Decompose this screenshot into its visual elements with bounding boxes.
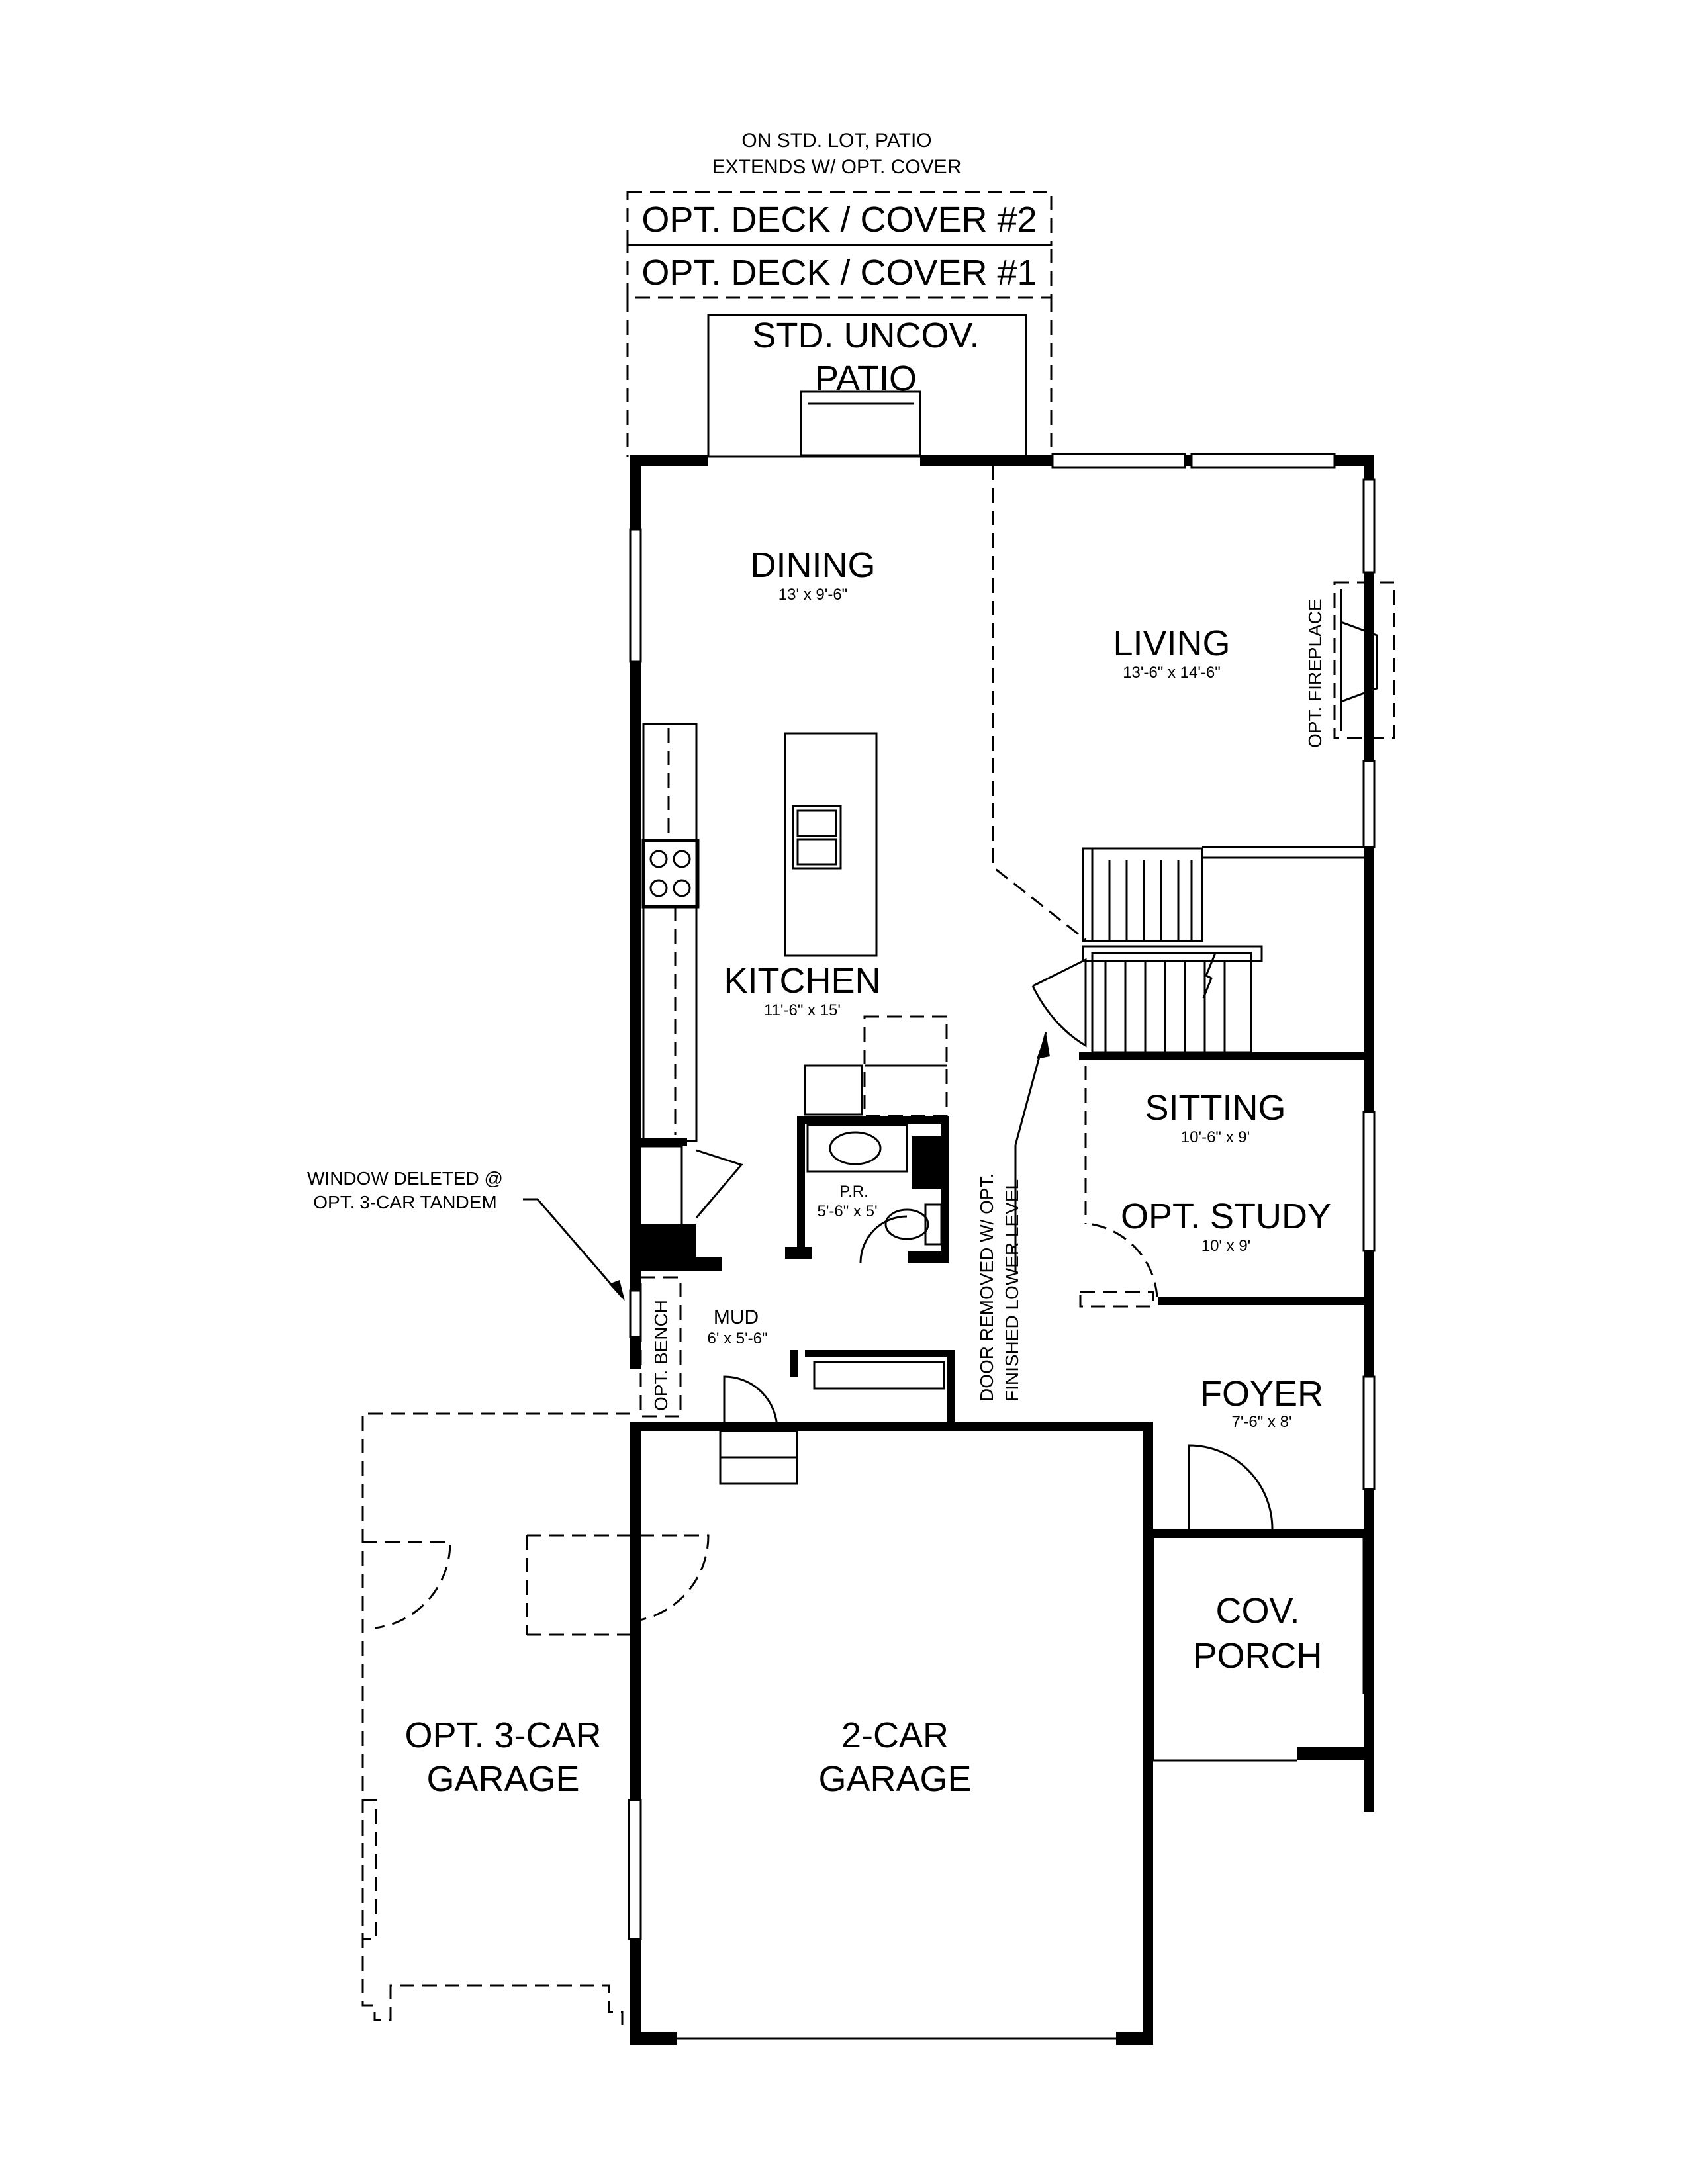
fireplace-label: OPT. FIREPLACE <box>1305 598 1325 748</box>
fireplace-icon <box>1333 581 1395 739</box>
patio-label-line1: STD. UNCOV. <box>752 316 979 355</box>
windows <box>628 453 1376 1940</box>
foyer-label: FOYER <box>1200 1374 1323 1414</box>
cooktop-icon <box>641 839 700 909</box>
garage-2car-label-line2: GARAGE <box>818 1759 971 1799</box>
toilet-icon <box>884 1203 943 1246</box>
porch-label-line2: PORCH <box>1193 1636 1322 1676</box>
bench-label: OPT. BENCH <box>651 1300 671 1411</box>
garage-2car-label-line1: 2-CAR <box>841 1715 949 1755</box>
patio-note-line2: EXTENDS W/ OPT. COVER <box>712 156 962 178</box>
garage-3car-label-line1: OPT. 3-CAR <box>404 1715 601 1755</box>
mud-size: 6' x 5'-6" <box>707 1330 767 1347</box>
patio-note-line1: ON STD. LOT, PATIO <box>741 130 931 152</box>
patio-label-line2: PATIO <box>815 359 917 398</box>
deck-cover-2-label: OPT. DECK / COVER #2 <box>641 200 1037 240</box>
living-label: LIVING <box>1113 623 1230 663</box>
door-note-line1: DOOR REMOVED W/ OPT. <box>976 1173 997 1402</box>
living-size: 13'-6" x 14'-6" <box>1123 664 1221 682</box>
kitchen-size: 11'-6" x 15' <box>764 1001 841 1019</box>
staircase <box>1082 846 1364 1054</box>
optional-3car-garage-outline <box>361 1412 710 2025</box>
dining-label: DINING <box>751 545 876 585</box>
deck-cover-1-label: OPT. DECK / COVER #1 <box>641 253 1037 293</box>
porch-label-line1: COV. <box>1215 1591 1299 1631</box>
optional-deck-outline <box>626 191 1053 457</box>
door-note-arrowhead <box>1037 1032 1050 1059</box>
dining-size: 13' x 9'-6" <box>778 586 847 604</box>
study-door-panel <box>1079 1291 1154 1308</box>
window-note-leader <box>523 1198 624 1298</box>
powder-room-size: 5'-6" x 5' <box>817 1203 877 1220</box>
kitchen-island <box>784 732 878 957</box>
living-boundary <box>992 466 1086 941</box>
window-note-line2: OPT. 3-CAR TANDEM <box>313 1192 496 1212</box>
mud-closet <box>641 1145 743 1224</box>
sitting-size: 10'-6" x 9' <box>1181 1128 1250 1146</box>
powder-sink-icon <box>806 1124 908 1173</box>
door-note-line2: FINISHED LOWER LEVEL <box>1002 1179 1022 1402</box>
mud-label: MUD <box>714 1306 759 1328</box>
study-size: 10' x 9' <box>1201 1237 1251 1255</box>
kitchen-label: KITCHEN <box>724 961 880 1001</box>
powder-door-swing <box>859 1215 908 1263</box>
sitting-label: SITTING <box>1145 1088 1286 1128</box>
mud-door-swing <box>723 1375 778 1430</box>
entry-door-swing <box>1188 1444 1274 1529</box>
pantry-cabinets <box>804 1015 948 1117</box>
lower-level-door-swing <box>1031 958 1087 1048</box>
window-note-line1: WINDOW DELETED @ <box>307 1168 503 1189</box>
garage-3car-label-line2: GARAGE <box>426 1759 579 1799</box>
powder-room-name: P.R. <box>839 1183 868 1201</box>
foyer-size: 7'-6" x 8' <box>1231 1413 1291 1431</box>
kitchen-counter <box>642 723 698 1142</box>
study-door-swing <box>1092 1223 1158 1298</box>
patio-outline <box>707 314 1027 458</box>
mud-shelf <box>813 1361 945 1390</box>
study-label: OPT. STUDY <box>1121 1197 1331 1236</box>
window-note-arrowhead <box>609 1280 625 1301</box>
